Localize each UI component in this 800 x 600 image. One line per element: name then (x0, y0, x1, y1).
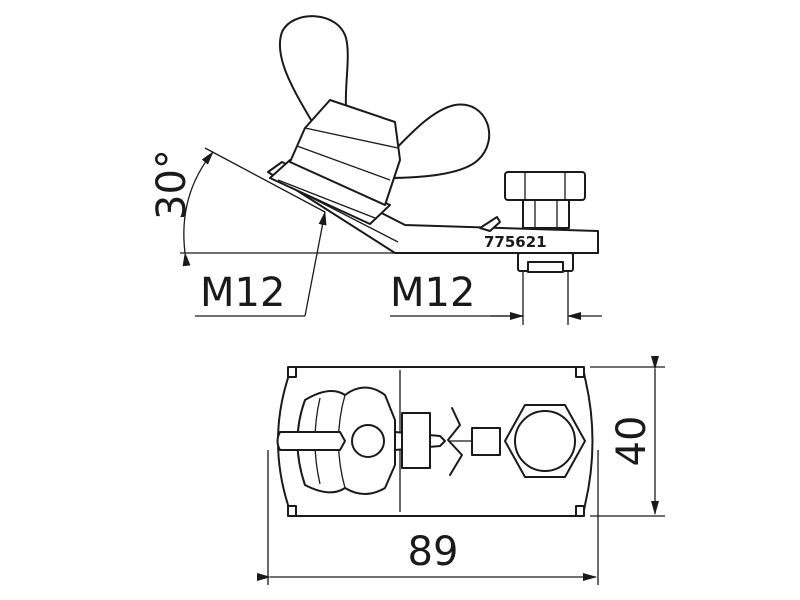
width-dimension: 89 (257, 450, 599, 585)
hex-bolt (504, 171, 586, 273)
thread-left-label: M12 (200, 270, 285, 316)
hex-bolt-top (504, 404, 586, 478)
thread-right-label: M12 (390, 270, 475, 316)
side-view: 775621 30° M12 M12 (149, 15, 602, 325)
angle-label: 30° (149, 149, 195, 220)
top-view: 89 40 (257, 356, 665, 585)
angle-dimension: 30° (149, 147, 395, 267)
wing-nut (269, 15, 491, 225)
width-label: 89 (408, 529, 459, 575)
part-number: 775621 (484, 233, 547, 251)
thread-dimension-left: M12 (195, 211, 327, 317)
height-label: 40 (609, 416, 655, 467)
height-dimension: 40 (590, 356, 665, 517)
thread-dimension-right: M12 (390, 270, 602, 325)
